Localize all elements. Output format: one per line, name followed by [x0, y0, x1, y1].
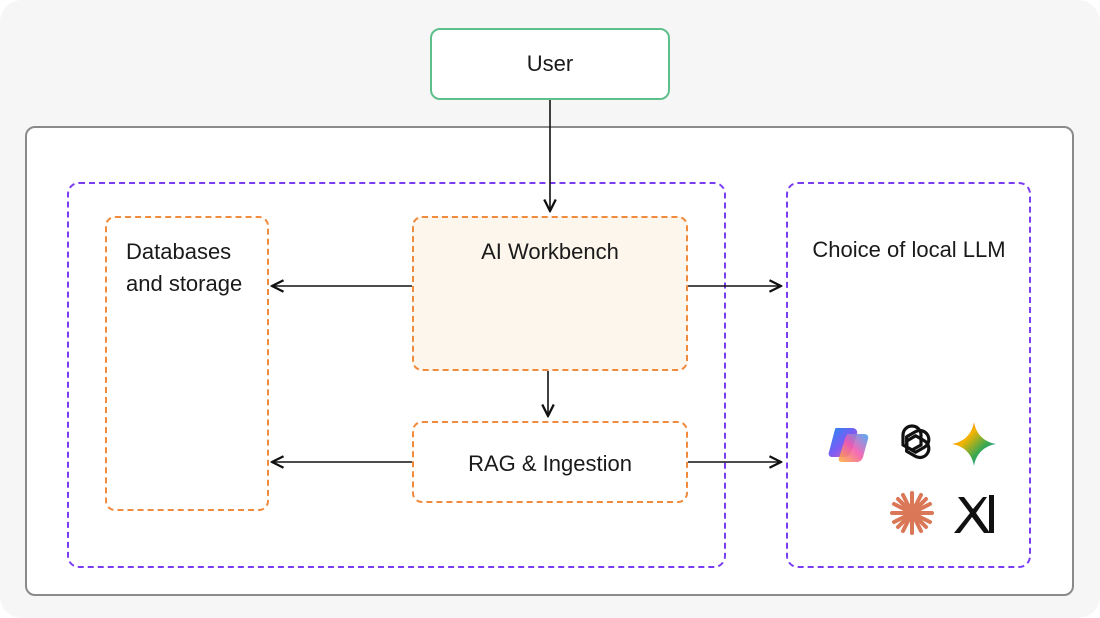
user-node: User: [430, 28, 670, 100]
local-llm-group: [786, 182, 1031, 568]
rag-ingestion-label: RAG & Ingestion: [468, 451, 632, 476]
workbench-platform-group: [67, 182, 726, 568]
openai-logo-icon: [901, 424, 931, 460]
copilot-logo-icon: [828, 428, 869, 462]
databases-storage-label: Databases and storage: [126, 239, 243, 296]
rag-ingestion-node: [412, 421, 688, 503]
ai-workbench-node: [412, 216, 688, 371]
user-label: User: [526, 51, 574, 76]
local-llm-label: Choice of local LLM: [812, 237, 1006, 262]
claude-logo-icon: [890, 491, 934, 535]
xai-logo-icon: [954, 495, 994, 533]
gemini-logo-icon: [952, 422, 996, 466]
ai-workbench-label: AI Workbench: [481, 239, 619, 264]
databases-storage-node: [105, 216, 269, 511]
